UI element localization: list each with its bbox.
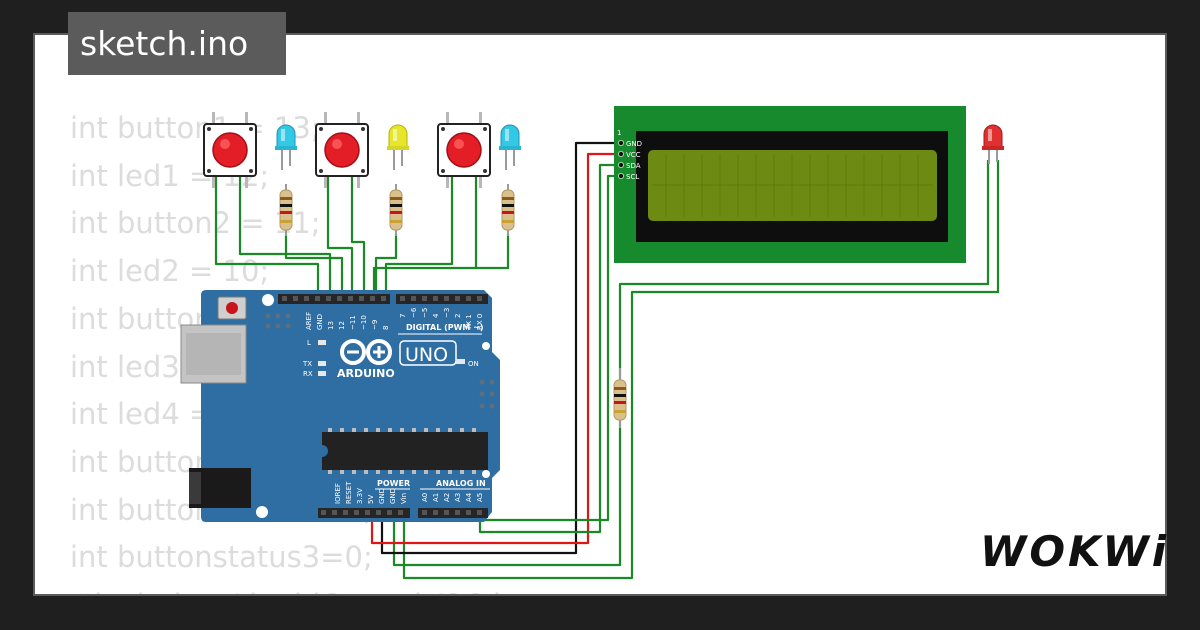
icsp-header-top: [265, 313, 291, 329]
atmega-chip: [322, 432, 488, 470]
wokwi-logo: WOKWi: [980, 527, 1169, 576]
arduino-uno[interactable]: AREF GND 13 12 ~11 ~10 ~9 8 7 ~6 ~5 4 ~3…: [180, 290, 500, 522]
pushbutton-3[interactable]: [437, 112, 491, 188]
pin-label: RX 0: [476, 314, 484, 330]
pin-label: GND: [389, 488, 397, 504]
wire-button3[interactable]: [384, 176, 454, 296]
board-model: UNO: [405, 344, 448, 366]
resistor-4[interactable]: [613, 368, 627, 428]
pin-label: 4: [432, 313, 440, 318]
pin-label: 12: [338, 321, 346, 330]
wire-led4[interactable]: [402, 160, 1000, 580]
power-header-label: POWER: [377, 479, 410, 488]
pin-label: ~6: [410, 307, 418, 318]
pin-label: GND: [378, 488, 386, 504]
code-line: int button2 = 11;: [70, 206, 321, 241]
code-line: int led2 = 10;: [70, 254, 270, 289]
digital-header-left: [278, 294, 390, 304]
led-red[interactable]: [982, 124, 1004, 164]
lcd-1602-i2c[interactable]: 1 GND VCC SDA SCL: [614, 106, 966, 263]
wokwi-logo-text: WOKWi: [980, 527, 1169, 576]
resistor-2[interactable]: [389, 184, 403, 236]
wire-button1[interactable]: [214, 176, 320, 296]
pin-label: RESET: [345, 481, 353, 504]
lcd-character-grid: [652, 154, 933, 217]
pin-label: A5: [476, 493, 484, 502]
led-cyan-1[interactable]: [275, 124, 297, 170]
pin-label: A0: [421, 493, 429, 502]
pin-label: 3.3V: [356, 488, 364, 504]
pin-label: 5V: [367, 495, 375, 504]
pin-label: A4: [465, 492, 473, 502]
pin-label: IOREF: [334, 483, 342, 504]
label-tx: TX: [302, 360, 312, 368]
sketch-file-tab[interactable]: sketch.ino: [68, 12, 286, 75]
pin-label: ~5: [421, 308, 429, 318]
code-line: #include <LiquidCrystal_I2C.h>: [70, 582, 536, 594]
pin-label: TX 1: [465, 314, 473, 331]
label-l: L: [307, 339, 311, 347]
pin-label: ~9: [371, 320, 379, 330]
lcd-pin-gnd: GND: [626, 140, 642, 148]
label-on: ON: [468, 360, 479, 368]
pin-label: A2: [443, 493, 451, 502]
pin-label: 13: [327, 321, 335, 330]
wire-led2[interactable]: [374, 234, 398, 296]
pin-label: 7: [399, 314, 407, 318]
label-rx: RX: [303, 370, 313, 378]
wire-lcd-gnd[interactable]: [380, 141, 620, 555]
board-brand: ARDUINO: [337, 367, 395, 380]
pin-label: ~3: [443, 308, 451, 318]
analog-header-label: ANALOG IN: [436, 479, 486, 488]
pushbutton-1[interactable]: [203, 112, 257, 188]
resistor-1[interactable]: [279, 184, 293, 236]
lcd-pin-vcc: VCC: [626, 151, 641, 159]
wire-lcd-vcc[interactable]: [370, 152, 620, 545]
power-header: [318, 508, 410, 518]
lcd-pin-sda: SDA: [626, 162, 641, 170]
digital-header-right: [396, 294, 488, 304]
pin-label: 2: [454, 314, 462, 318]
wire-button3-b[interactable]: [372, 176, 478, 296]
analog-header: [418, 508, 488, 518]
wire-button2[interactable]: [326, 176, 354, 296]
pin-label: Vin: [400, 493, 408, 504]
pin-label: A1: [432, 493, 440, 502]
resistor-3[interactable]: [501, 184, 515, 236]
icsp-header-right: [479, 379, 495, 409]
led-cyan-2[interactable]: [499, 124, 521, 170]
lcd-pin-scl: SCL: [626, 173, 639, 181]
pin-label: ~10: [360, 315, 368, 330]
wire-lcd-sda[interactable]: [478, 163, 620, 534]
pushbutton-2[interactable]: [315, 112, 369, 188]
pin-label: AREF: [305, 312, 313, 330]
pin-label: A3: [454, 493, 462, 502]
led-yellow[interactable]: [387, 124, 409, 170]
wire-led1[interactable]: [284, 234, 344, 296]
wire-button2-b[interactable]: [350, 176, 366, 296]
lcd-pin-number: 1: [617, 129, 621, 137]
code-line: int buttonstatus3=0;: [70, 540, 373, 575]
pin-label: ~11: [349, 315, 357, 330]
arduino-infinity-icon: [340, 339, 392, 365]
pin-label: GND: [316, 314, 324, 330]
digital-header-label: DIGITAL (PWM ~): [406, 323, 484, 332]
pin-label: 8: [382, 326, 390, 330]
wire-led3[interactable]: [476, 234, 510, 270]
